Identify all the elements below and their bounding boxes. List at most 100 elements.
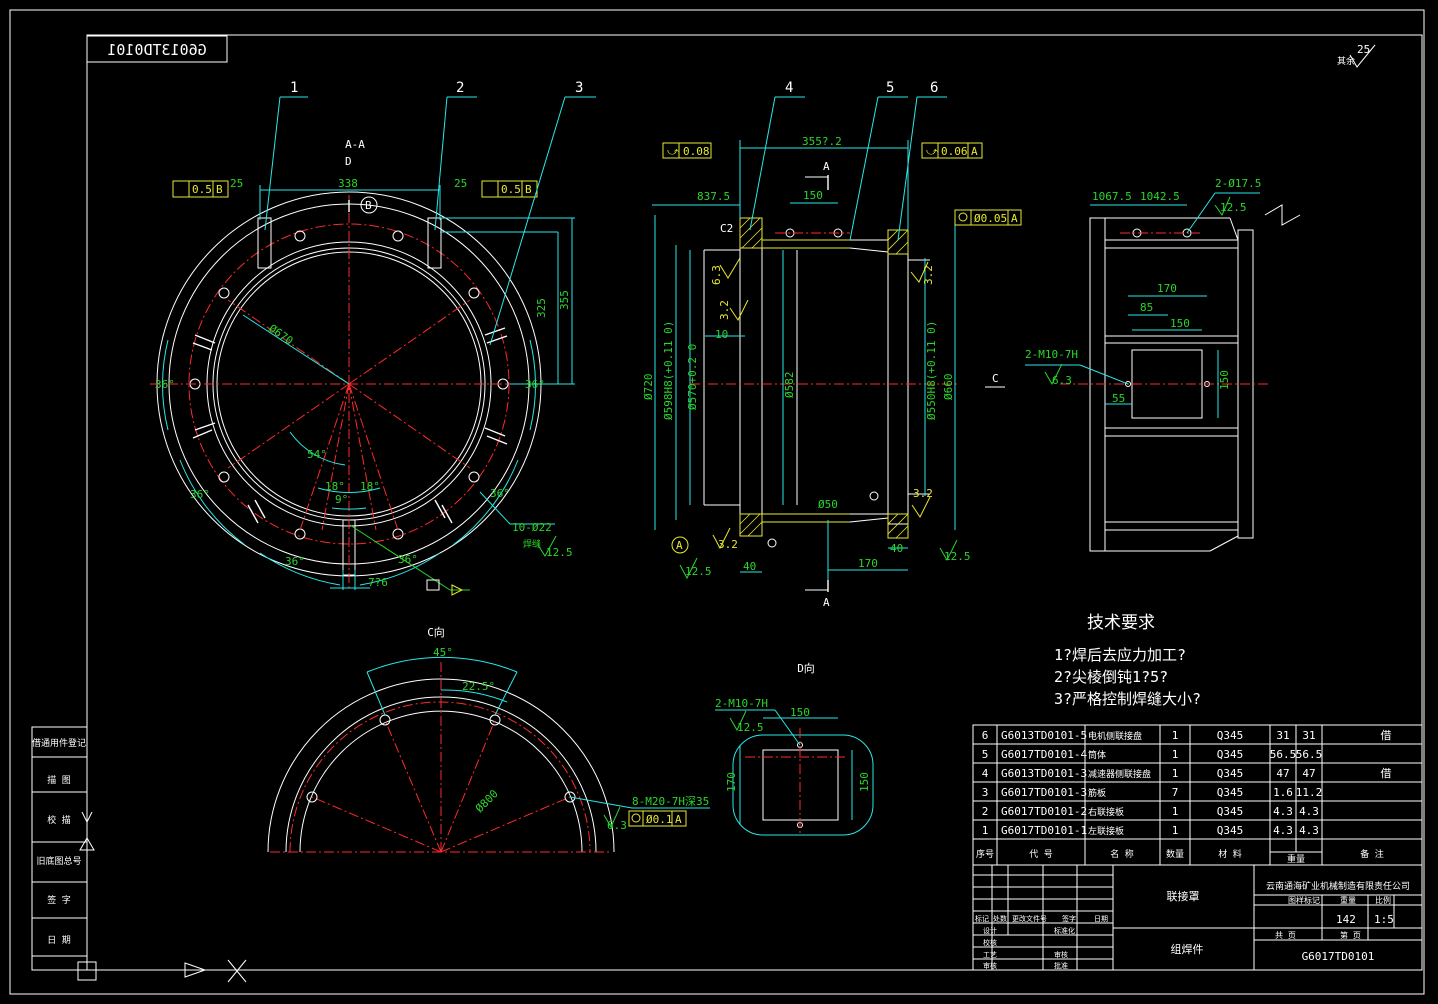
leader-4: 4: [785, 80, 793, 96]
leader-3: 3: [575, 80, 583, 96]
side-section-view: Ø720 Ø598H8(+0.11 0) Ø570+0.2 0 Ø582 Ø55…: [642, 80, 1022, 609]
svg-text:3.2: 3.2: [718, 538, 738, 551]
bom-cell-w2: 4.3: [1299, 824, 1319, 837]
svg-text:85: 85: [1140, 301, 1153, 314]
bom-cell-qty: 1: [1172, 805, 1179, 818]
svg-text:审核: 审核: [1054, 950, 1068, 959]
mirrored-number-box: [86, 35, 228, 63]
dim-dia-550: Ø550H8(+0.11 0): [925, 321, 938, 420]
top-view: 1067.5 1042.5 2-Ø17.5 12.5 170 85 150 15…: [1025, 177, 1301, 552]
svg-text:18°: 18°: [360, 480, 380, 493]
bom-cell-code: G6017TD0101-3: [1001, 786, 1087, 799]
svg-text:12.5: 12.5: [944, 550, 971, 563]
mirrored-drawing-number: G6013TD0101: [107, 41, 206, 59]
bom-cell-mat: Q345: [1217, 824, 1244, 837]
svg-text:36°: 36°: [190, 488, 210, 501]
view-d: D向 150 170 150 2-M10-7H 12.5: [715, 661, 874, 836]
svg-text:A: A: [1011, 212, 1018, 225]
technical-requirements: 技术要求 1?焊后去应力加工? 2?尖棱倒钝1?5? 3?严格控制焊缝大小?: [1054, 613, 1201, 708]
svg-text:Ø0.1: Ø0.1: [646, 813, 673, 826]
svg-text:25: 25: [454, 177, 467, 190]
svg-text:B: B: [216, 183, 223, 196]
dim-dia-582: Ø582: [783, 372, 796, 399]
svg-text:0.5: 0.5: [192, 183, 212, 196]
svg-text:B: B: [525, 183, 532, 196]
svg-text:第 页: 第 页: [1340, 930, 1361, 940]
bom-cell-code: G6017TD0101-2: [1001, 805, 1087, 818]
tech-req-title: 技术要求: [1087, 613, 1155, 633]
bom-cell-w1: 1.6: [1273, 786, 1293, 799]
dim-dia-660: Ø660: [942, 374, 955, 401]
bom-cell-no: 6: [982, 729, 989, 742]
bom-cell-name: 筒体: [1088, 749, 1106, 761]
svg-text:更改文件号: 更改文件号: [1012, 914, 1047, 923]
assembly-label: 组焊件: [1171, 942, 1204, 956]
view-c-label: C向: [427, 625, 445, 639]
svg-text:序号: 序号: [976, 848, 994, 860]
inner-frame: [86, 34, 1423, 971]
section-aa-label: A-A: [345, 138, 365, 151]
svg-text:旧底图总号: 旧底图总号: [36, 855, 81, 867]
bom-cell-no: 3: [982, 786, 989, 799]
angle-54: 54°: [307, 448, 327, 461]
svg-text:40: 40: [890, 542, 903, 555]
svg-text:共 页: 共 页: [1275, 931, 1296, 940]
svg-text:备 注: 备 注: [1360, 848, 1383, 860]
svg-text:3.2: 3.2: [718, 300, 731, 320]
bom-cell-name: 减速器侧联接盘: [1088, 768, 1151, 780]
dim-355-2: 355?.2: [802, 135, 842, 148]
svg-text:数量: 数量: [1166, 848, 1184, 860]
bom-cell-qty: 1: [1172, 729, 1179, 742]
svg-text:25: 25: [230, 177, 243, 190]
bom-cell-no: 2: [982, 805, 989, 818]
svg-text:170: 170: [725, 772, 738, 792]
dim-dia-720: Ø720: [642, 374, 655, 401]
dim-837-5: 837.5: [697, 190, 730, 203]
svg-text:3.2: 3.2: [922, 265, 935, 285]
svg-text:40: 40: [743, 560, 756, 573]
tech-req-line-2: 2?尖棱倒钝1?5?: [1054, 668, 1168, 686]
svg-text:150: 150: [790, 706, 810, 719]
svg-text:名 称: 名 称: [1110, 848, 1133, 860]
svg-text:36°: 36°: [525, 378, 545, 391]
leader-5: 5: [886, 80, 894, 96]
svg-text:C: C: [992, 372, 999, 385]
svg-text:2-M10-7H: 2-M10-7H: [1025, 348, 1078, 361]
leader-1: 1: [290, 80, 298, 96]
drawing-number: G6017TD0101: [1302, 950, 1375, 963]
svg-text:0.08: 0.08: [683, 145, 710, 158]
flatness-box-right: 0.5 B: [481, 180, 538, 198]
bom-cell-w2: 4.3: [1299, 805, 1319, 818]
dim-150-side: 150: [803, 189, 823, 202]
runout-box-right: ⤻ 0.06 A: [921, 142, 983, 159]
bom-cell-no: 4: [982, 767, 989, 780]
bom-cell-code: G6017TD0101-4: [1001, 748, 1087, 761]
dim-dia-670: Ø670: [266, 322, 295, 348]
svg-text:其余: 其余: [1337, 55, 1355, 67]
svg-text:代 号: 代 号: [1029, 849, 1052, 860]
dim-2-m10-d: 2-M10-7H: [715, 697, 768, 710]
svg-text:3.2: 3.2: [913, 487, 933, 500]
bom-cell-w1: 4.3: [1273, 805, 1293, 818]
svg-text:A: A: [971, 145, 978, 158]
svg-text:12.5: 12.5: [1220, 201, 1247, 214]
svg-text:0.5: 0.5: [501, 183, 521, 196]
svg-text:日 期: 日 期: [47, 935, 70, 946]
dim-325: 325: [535, 298, 548, 318]
runout-box-left: ⤻ 0.08: [662, 142, 712, 159]
title-block: 联接罩 组焊件 云南通海矿业机械制造有限责任公司 图样标记 重量 比例 142 …: [972, 864, 1423, 971]
svg-text:标记: 标记: [975, 914, 989, 923]
bom-cell-mat: Q345: [1217, 786, 1244, 799]
svg-text:150: 150: [1170, 317, 1190, 330]
svg-text:签字: 签字: [1062, 914, 1076, 923]
svg-text:A: A: [823, 160, 830, 173]
svg-text:⤻: ⤻: [667, 145, 679, 158]
dim-170-side: 170: [858, 557, 878, 570]
bom-cell-name: 右联接板: [1088, 806, 1124, 818]
concentricity-box: Ø0.05 A: [954, 209, 1022, 226]
bom-cell-mat: Q345: [1217, 805, 1244, 818]
angle-36-left: 36°: [155, 378, 175, 391]
svg-text:2-Ø17.5: 2-Ø17.5: [1215, 177, 1261, 190]
